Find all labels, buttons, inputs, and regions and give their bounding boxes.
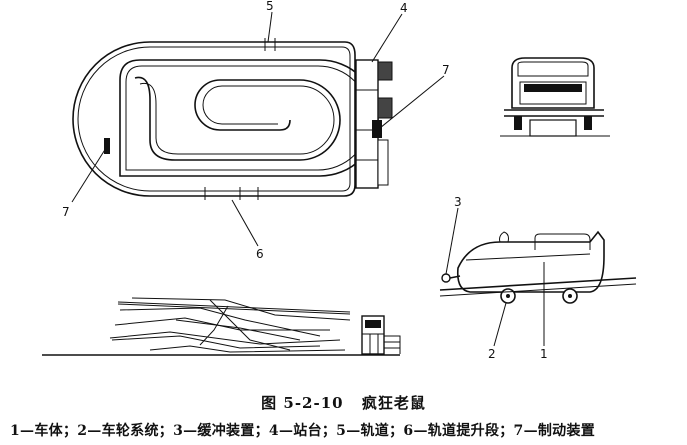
s-curve-track (134, 76, 341, 161)
figure-title: 疯狂老鼠 (361, 394, 426, 412)
callout-7-left: 7 (62, 205, 70, 219)
car-front-view (500, 57, 610, 137)
callout-4: 4 (400, 1, 408, 15)
callout-6: 6 (256, 247, 264, 261)
buffer-device (441, 273, 451, 283)
plan-leader-lines (71, 11, 445, 247)
track-elevation-view (42, 297, 401, 356)
callout-5: 5 (266, 0, 274, 13)
figure-legend: 1—车体；2—车轮系统；3—缓冲装置；4—站台；5—轨道；6—轨道提升段；7—制… (10, 423, 596, 439)
car-leader-lines (445, 207, 545, 347)
brake-device-right (372, 120, 382, 138)
rail (439, 277, 637, 291)
station-platform (355, 59, 393, 189)
callout-3: 3 (454, 195, 462, 209)
figure-caption: 图 5-2-10 疯狂老鼠 (0, 392, 687, 413)
brake-device-left (104, 138, 110, 154)
track-plan-view (72, 38, 393, 200)
callout-1: 1 (540, 347, 548, 361)
callout-2: 2 (488, 347, 496, 361)
callout-7-top: 7 (442, 63, 450, 77)
s-curve-rail (139, 82, 335, 155)
outer-track-inner-rail (77, 46, 351, 192)
figure-number: 图 5-2-10 (261, 394, 344, 412)
car-body (456, 230, 605, 293)
car-side-view (439, 230, 637, 304)
outer-track (72, 41, 356, 197)
